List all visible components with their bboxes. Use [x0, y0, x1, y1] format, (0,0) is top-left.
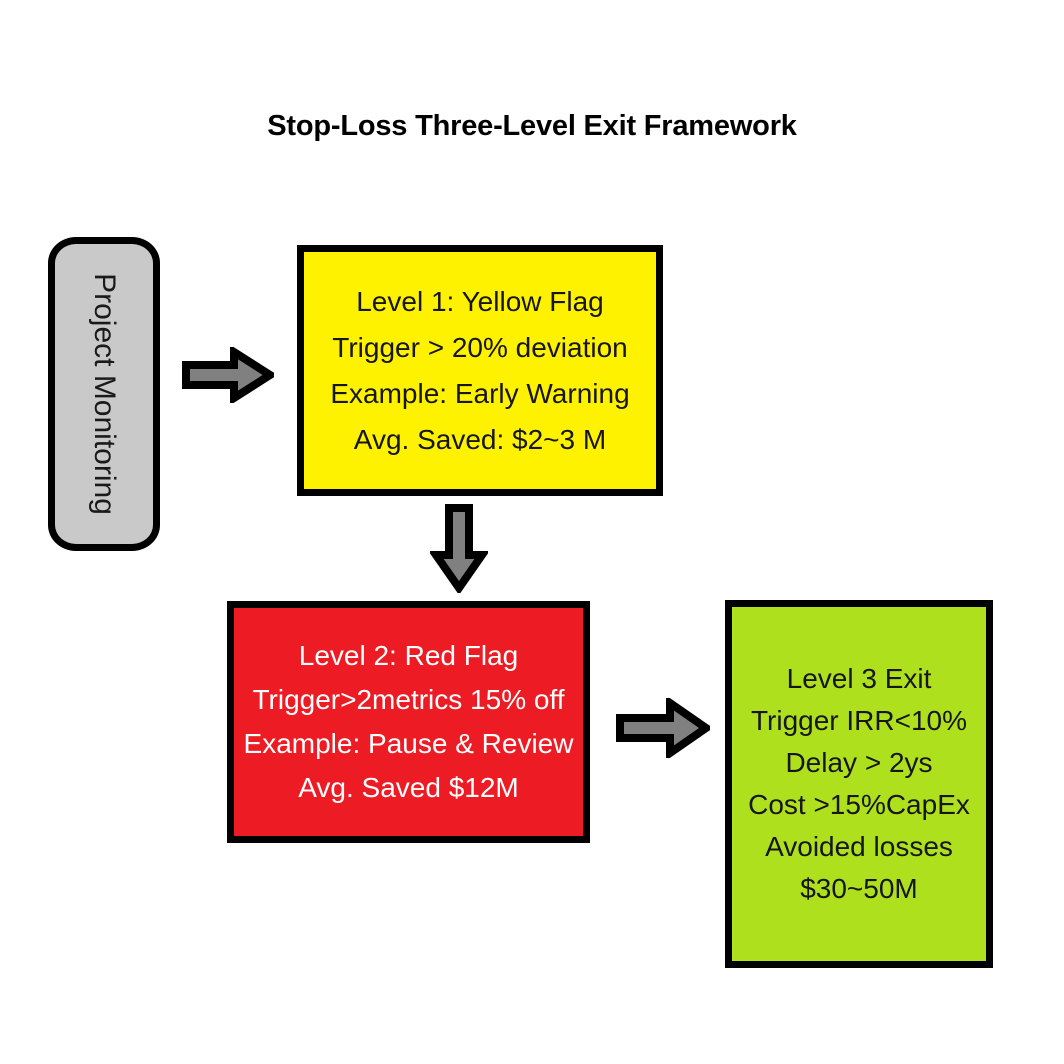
node-level2-line: Level 2: Red Flag [298, 640, 519, 671]
node-level3-line: Avoided losses [765, 831, 953, 862]
arrow-right-source-to-level1 [182, 347, 274, 403]
node-project-monitoring-label: Project Monitoring [88, 273, 121, 515]
node-level1-line: Avg. Saved: $2~3 M [353, 423, 607, 455]
arrow-right-level2-to-level3 [616, 698, 710, 758]
node-level1-line: Level 1: Yellow Flag [356, 285, 604, 317]
node-level3-line: Delay > 2ys [785, 747, 933, 778]
node-level3-line: $30~50M [800, 873, 918, 904]
node-level3-line: Trigger IRR<10% [750, 705, 968, 736]
node-level1-line: Trigger > 20% deviation [332, 331, 628, 363]
node-level3-exit[interactable]: Level 3 Exit Trigger IRR<10% Delay > 2ys… [725, 600, 993, 968]
node-level2-red-flag[interactable]: Level 2: Red Flag Trigger>2metrics 15% o… [227, 601, 590, 843]
arrow-down-level1-to-level2 [430, 503, 488, 593]
node-project-monitoring[interactable]: Project Monitoring [48, 237, 160, 551]
page-title: Stop-Loss Three-Level Exit Framework [267, 110, 797, 142]
node-level2-line: Avg. Saved $12M [298, 772, 519, 803]
node-level3-line: Cost >15%CapEx [748, 789, 970, 820]
node-level3-line: Level 3 Exit [786, 663, 932, 694]
node-level1-yellow-flag[interactable]: Level 1: Yellow Flag Trigger > 20% devia… [297, 245, 663, 496]
node-level1-line: Example: Early Warning [330, 377, 630, 409]
node-level2-line: Trigger>2metrics 15% off [252, 684, 565, 715]
node-level2-line: Example: Pause & Review [243, 728, 574, 759]
